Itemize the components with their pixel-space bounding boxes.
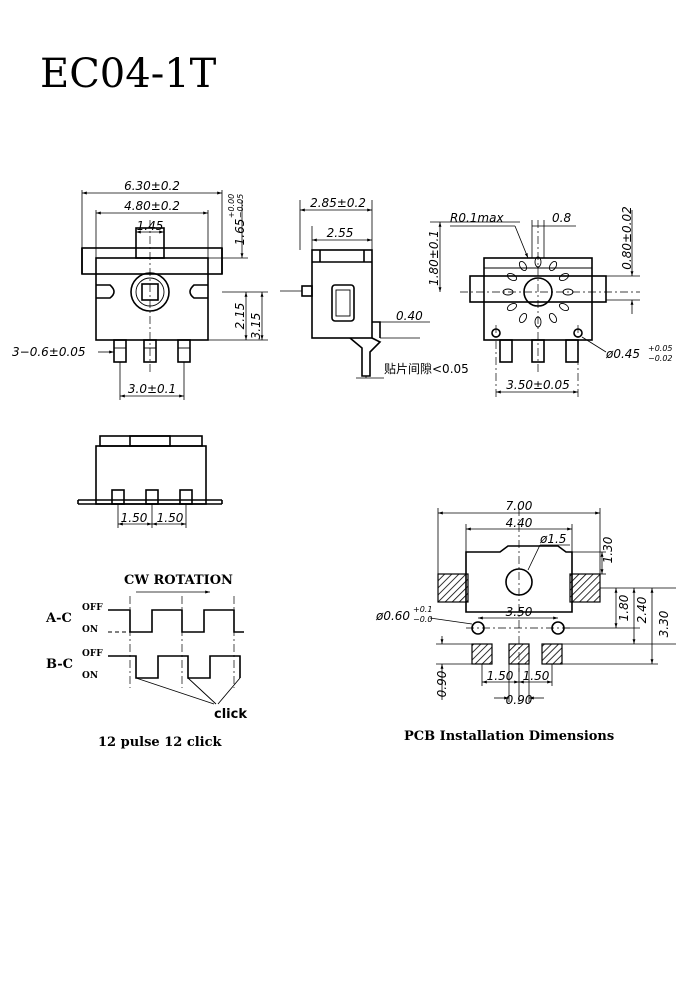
dim-rear-hole-pitch: 3.50±0.05 <box>506 378 570 392</box>
pcb-pin-pad-3 <box>541 643 563 665</box>
dim-side-depth-inner: 2.55 <box>327 226 354 240</box>
dim-bottom-pitch-left: 1.50 <box>121 511 148 525</box>
front-top-frame <box>81 247 223 275</box>
waveform-ac <box>108 609 244 633</box>
click-label: click <box>214 707 247 722</box>
dim-top-height-tol-plus: +0.00 <box>227 194 236 219</box>
side-body <box>311 249 373 339</box>
timing-caption: 12 pulse 12 click <box>98 735 223 750</box>
dim-pcb-pin-pad-height: 0.90 <box>435 670 449 697</box>
side-window <box>331 284 355 322</box>
dim-rear-hole-tol-plus: +0.05 <box>648 344 673 353</box>
front-view: 6.30±0.2 4.80±0.2 1.45 1.65 +0.00 −0.05 … <box>12 179 268 400</box>
dim-bottom-pitch-right: 1.50 <box>157 511 184 525</box>
dim-rear-radius: R0.1max <box>450 211 504 225</box>
dim-pcb-width-inner: 4.40 <box>506 516 533 530</box>
pcb-pad-left <box>437 573 469 603</box>
click-pointers <box>135 677 241 705</box>
dim-rear-right-height: 0.80±0.02 <box>620 206 634 270</box>
side-shaft <box>301 285 313 297</box>
dim-pcb-pin-pitch-right: 1.50 <box>523 669 550 683</box>
dim-top-height-tol-minus: −0.05 <box>236 194 245 219</box>
dim-pcb-small-hole: ø0.60 <box>375 609 410 623</box>
pcb-body-outline <box>465 545 573 613</box>
row-label-bc: B-C <box>46 657 73 672</box>
front-body <box>95 257 209 341</box>
front-right-tab <box>189 284 208 299</box>
dim-top-height: 1.65 <box>233 219 247 246</box>
dim-rear-slot: 0.8 <box>552 211 571 225</box>
dim-pcb-hole-pitch: 3.50 <box>506 605 533 619</box>
dim-pin-width: 3−0.6±0.05 <box>12 345 86 359</box>
side-terminal <box>349 337 382 377</box>
dim-rear-hole-dia: ø0.45 <box>605 347 640 361</box>
dim-pcb-pin-pitch-left: 1.50 <box>487 669 514 683</box>
dim-terminal-offset: 0.40 <box>396 309 423 323</box>
row-bc-on: ON <box>82 671 98 681</box>
dim-pcb-pin-pad-width: 0.90 <box>506 693 533 707</box>
dim-front-width-inner: 4.80±0.2 <box>124 199 180 213</box>
dim-pcb-small-hole-tol-plus: +0.1 <box>413 605 432 614</box>
dim-pcb-pad-height: 1.30 <box>601 536 615 563</box>
pcb-pin-pad-1 <box>471 643 493 665</box>
pcb-footprint: 7.00 4.40 ø1.5 1.30 1.80 2.40 3.30 <box>375 499 676 744</box>
row-label-ac: A-C <box>45 611 72 626</box>
bottom-view: 1.50 1.50 <box>77 435 223 528</box>
row-ac-on: ON <box>82 625 98 635</box>
waveform-bc <box>108 655 241 679</box>
front-pin-right <box>177 339 191 363</box>
dim-height-3: 3.15 <box>249 313 263 340</box>
dim-pcb-v2: 2.40 <box>635 596 649 623</box>
row-ac-off: OFF <box>82 603 103 613</box>
pcb-pin-pad-2 <box>508 643 530 665</box>
dim-rear-hole-tol-minus: −0.02 <box>648 354 673 363</box>
side-view: 2.85±0.2 2.55 0.40 贴片间隙<0.05 <box>280 196 469 379</box>
part-number-title: EC04-1T <box>40 51 217 97</box>
dim-rear-left-height: 1.80±0.1 <box>427 230 441 286</box>
dim-height-2: 2.15 <box>233 303 247 330</box>
front-pin-left <box>113 339 127 363</box>
rear-view: R0.1max 0.8 1.80±0.1 0.80±0.02 ø0.45 +0.… <box>427 206 673 400</box>
timing-title: CW ROTATION <box>124 573 233 588</box>
timing-diagram: CW ROTATION A-C OFF ON B-C OFF ON click … <box>45 573 247 750</box>
dim-pcb-v3: 3.30 <box>657 610 671 637</box>
dim-front-width-outer: 6.30±0.2 <box>124 179 180 193</box>
gap-note: 贴片间隙<0.05 <box>384 362 469 376</box>
dim-pin-pitch: 3.0±0.1 <box>128 382 176 396</box>
pcb-caption: PCB Installation Dimensions <box>404 729 614 744</box>
dim-pcb-hole-dia: ø1.5 <box>539 532 566 546</box>
dim-pcb-width-total: 7.00 <box>506 499 533 513</box>
row-bc-off: OFF <box>82 649 103 659</box>
front-left-tab <box>96 284 115 299</box>
dim-side-depth-outer: 2.85±0.2 <box>310 196 366 210</box>
pcb-pad-right <box>569 573 601 603</box>
dim-pcb-v1: 1.80 <box>617 594 631 621</box>
dim-shaft-width: 1.45 <box>137 219 164 233</box>
dim-pcb-small-hole-tol-minus: −0.0 <box>413 615 432 624</box>
